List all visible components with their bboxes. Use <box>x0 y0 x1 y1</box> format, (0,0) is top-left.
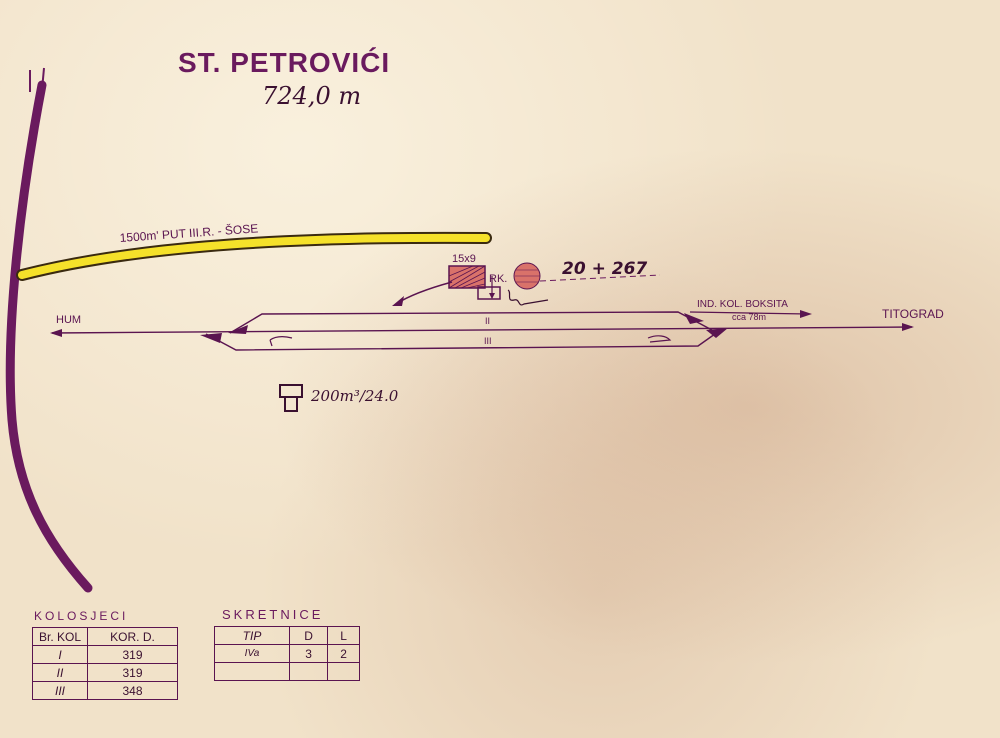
table-cell-empty <box>214 662 290 681</box>
switch-marker <box>228 325 248 334</box>
table-cell-empty <box>288 662 329 681</box>
station-title: ST. PETROVIĆI <box>178 47 390 78</box>
switches-table: TIP D L IVa 3 2 <box>214 626 360 681</box>
direction-left-label: HUM <box>56 314 81 326</box>
industrial-track-length: cca 78m <box>732 312 766 322</box>
chainage-label: 20 + 267 <box>562 259 647 279</box>
switch-marker <box>684 313 704 324</box>
direction-right-label: TITOGRAD <box>882 307 944 321</box>
table-cell: III <box>32 681 88 700</box>
table-cell: 3 <box>288 644 329 663</box>
table-header: D <box>288 626 329 645</box>
table-header: Br. KOL <box>32 627 88 646</box>
table-cell-empty <box>327 662 360 681</box>
track-ii-number: II <box>485 316 490 326</box>
station-elevation: 724,0 m <box>262 82 361 110</box>
switch-marker <box>706 328 728 338</box>
water-tank-top <box>279 384 303 398</box>
main-track <box>51 326 913 334</box>
table-cell: IVa <box>214 644 290 663</box>
tracks-table-title: KOLOSJECI <box>34 609 129 623</box>
building-size-label: 15x9 <box>452 253 476 265</box>
track-iii <box>205 328 723 351</box>
switch-marker <box>200 333 222 343</box>
access-arrow <box>395 281 453 305</box>
water-tank-base <box>284 396 298 412</box>
switches-table-title: SKRETNICE <box>222 607 324 622</box>
table-cell: 319 <box>87 645 178 664</box>
table-header: TIP <box>214 626 290 645</box>
table-header: L <box>327 626 360 645</box>
post-box <box>477 286 501 300</box>
tracks-table: Br. KOL KOR. D. I 319 II 319 III 348 <box>32 627 178 700</box>
track-iii-number: III <box>484 336 492 346</box>
table-cell: 348 <box>87 681 178 700</box>
table-header: KOR. D. <box>87 627 178 646</box>
table-cell: II <box>32 663 88 682</box>
curved-track-left <box>5 80 93 593</box>
table-cell: 319 <box>87 663 178 682</box>
post-label: RK. <box>489 273 507 285</box>
industrial-track-label: IND. KOL. BOKSITA <box>697 299 788 310</box>
industrial-track <box>689 311 809 315</box>
table-cell: 2 <box>327 644 360 663</box>
water-tank-label: 200m³/24.0 <box>310 387 399 405</box>
table-cell: I <box>32 645 88 664</box>
